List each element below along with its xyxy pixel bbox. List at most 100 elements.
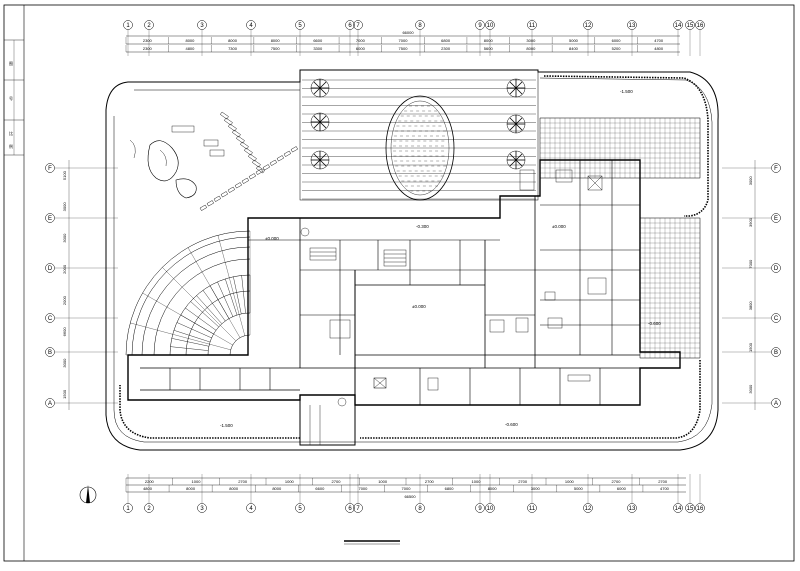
dimension-value: 2200: [145, 479, 155, 484]
stair-tread: [173, 330, 211, 343]
dimension-value: 2700: [332, 479, 342, 484]
radial-axis: [217, 235, 245, 336]
axis-bottom-label: 5: [298, 506, 302, 512]
dimension-value: 8000: [186, 486, 196, 491]
axis-bottom-label: 2: [147, 506, 151, 512]
axis-top-label: 6: [348, 23, 352, 29]
axis-left-label: D: [48, 266, 53, 272]
axis-bottom-4: 4: [246, 503, 256, 513]
dimension-value: 3000: [62, 202, 67, 212]
label-elev-lower-left: -1.500: [220, 423, 233, 428]
axis-right-label: B: [774, 350, 778, 356]
dimension-value: 4800: [185, 46, 195, 51]
paved-grid-right: [539, 117, 701, 359]
axis-right-label: F: [774, 166, 778, 172]
side-mark-1: 图: [9, 60, 13, 66]
axis-bottom-label: 15: [687, 506, 694, 512]
stair-tread: [171, 338, 209, 347]
axis-top-16: 16: [695, 20, 705, 30]
axis-bottom-1: 1: [123, 503, 133, 513]
dimension-value: 8000: [228, 38, 238, 43]
stepping-stone: [290, 146, 298, 153]
tree-icon: [506, 78, 526, 98]
dimension-value: 5000: [574, 486, 584, 491]
dimension-value: 4700: [660, 486, 670, 491]
dimension-value: 6000: [617, 486, 627, 491]
stepping-stone: [228, 123, 237, 132]
stepping-stone: [234, 182, 242, 189]
fixtures: [300, 169, 607, 407]
dimension-value: 2300: [143, 46, 153, 51]
tree-icon: [506, 114, 526, 134]
dimension-value: 8400: [569, 46, 579, 51]
dimension-value: 7000: [402, 486, 412, 491]
dimension-value: 8000: [229, 486, 239, 491]
axis-top-label: 10: [487, 23, 494, 29]
stair-tread: [202, 290, 226, 322]
axis-bottom-label: 4: [249, 506, 253, 512]
axis-right-E: E: [771, 213, 781, 223]
dimension-value: 1000: [472, 479, 482, 484]
axis-bottom-13: 13: [627, 503, 637, 513]
room-labels: ±0.000 -0.300 ±0.000 ±0.000 -1.500 -0.60…: [220, 89, 661, 428]
stepping-stone: [262, 164, 270, 171]
axis-bottom-15: 15: [685, 503, 695, 513]
label-elev-hall: ±0.000: [412, 304, 426, 309]
stepping-stone: [256, 165, 265, 174]
dimension-value: 4800: [654, 46, 664, 51]
stepping-stone: [248, 153, 257, 162]
axis-bottom-label: 1: [126, 506, 130, 512]
axis-top-2: 2: [144, 20, 154, 30]
dimension-value: 5100: [62, 170, 67, 180]
axis-top-label: 3: [200, 23, 204, 29]
axis-top-4: 4: [246, 20, 256, 30]
axis-bottom-label: 14: [675, 506, 682, 512]
label-elev-mid: -0.300: [416, 224, 429, 229]
axis-bottom-9: 9: [475, 503, 485, 513]
axis-bottom-8: 8: [415, 503, 425, 513]
dimension-value: 1000: [565, 479, 575, 484]
axis-right-label: A: [774, 401, 778, 407]
axis-bottom-label: 8: [418, 506, 422, 512]
dimension-value: 3000: [748, 384, 753, 394]
axis-left-E: E: [45, 213, 55, 223]
stepping-stone: [241, 177, 249, 184]
overall-dimension-bottom: 66500: [404, 494, 416, 499]
axis-bottom-12: 12: [583, 503, 593, 513]
dimension-value: 2000: [62, 264, 67, 274]
axis-bottom-14: 14: [673, 503, 683, 513]
structural-grid: [55, 30, 771, 503]
stepping-stone: [199, 204, 207, 211]
dimension-value: 3000: [526, 38, 536, 43]
radial-axis: [142, 292, 233, 346]
dimension-value: 8000: [185, 38, 195, 43]
garden-courtyard: [129, 111, 298, 211]
axis-top-10: 10: [485, 20, 495, 30]
axis-top-label: 7: [356, 23, 360, 29]
axis-bottom-label: 16: [697, 506, 704, 512]
axis-left-B: B: [45, 347, 55, 357]
shrub-band-right: [543, 75, 709, 217]
dimension-value: 4800: [143, 486, 153, 491]
dimension-value: 6600: [313, 38, 323, 43]
axis-top-label: 5: [298, 23, 302, 29]
stair-tread: [225, 278, 238, 316]
dimension-value: 7000: [748, 259, 753, 269]
axis-bottom-label: 12: [585, 506, 592, 512]
axis-top-label: 4: [249, 23, 253, 29]
stepping-stone: [283, 150, 291, 157]
dimension-value: 4700: [654, 38, 664, 43]
stepping-stone: [255, 168, 263, 175]
stair-tread: [217, 281, 234, 317]
axis-bottom-label: 9: [478, 506, 482, 512]
axis-bottom-label: 13: [629, 506, 636, 512]
axis-bottom-label: 10: [487, 506, 494, 512]
axis-top-label: 16: [697, 23, 704, 29]
label-elev-rt: -0.600: [648, 321, 661, 326]
axis-left-A: A: [45, 398, 55, 408]
stair-tread: [196, 295, 223, 324]
dimension-value: 8000: [484, 38, 494, 43]
dimension-value: 2700: [658, 479, 668, 484]
axis-top-8: 8: [415, 20, 425, 30]
axis-left-label: B: [48, 350, 52, 356]
